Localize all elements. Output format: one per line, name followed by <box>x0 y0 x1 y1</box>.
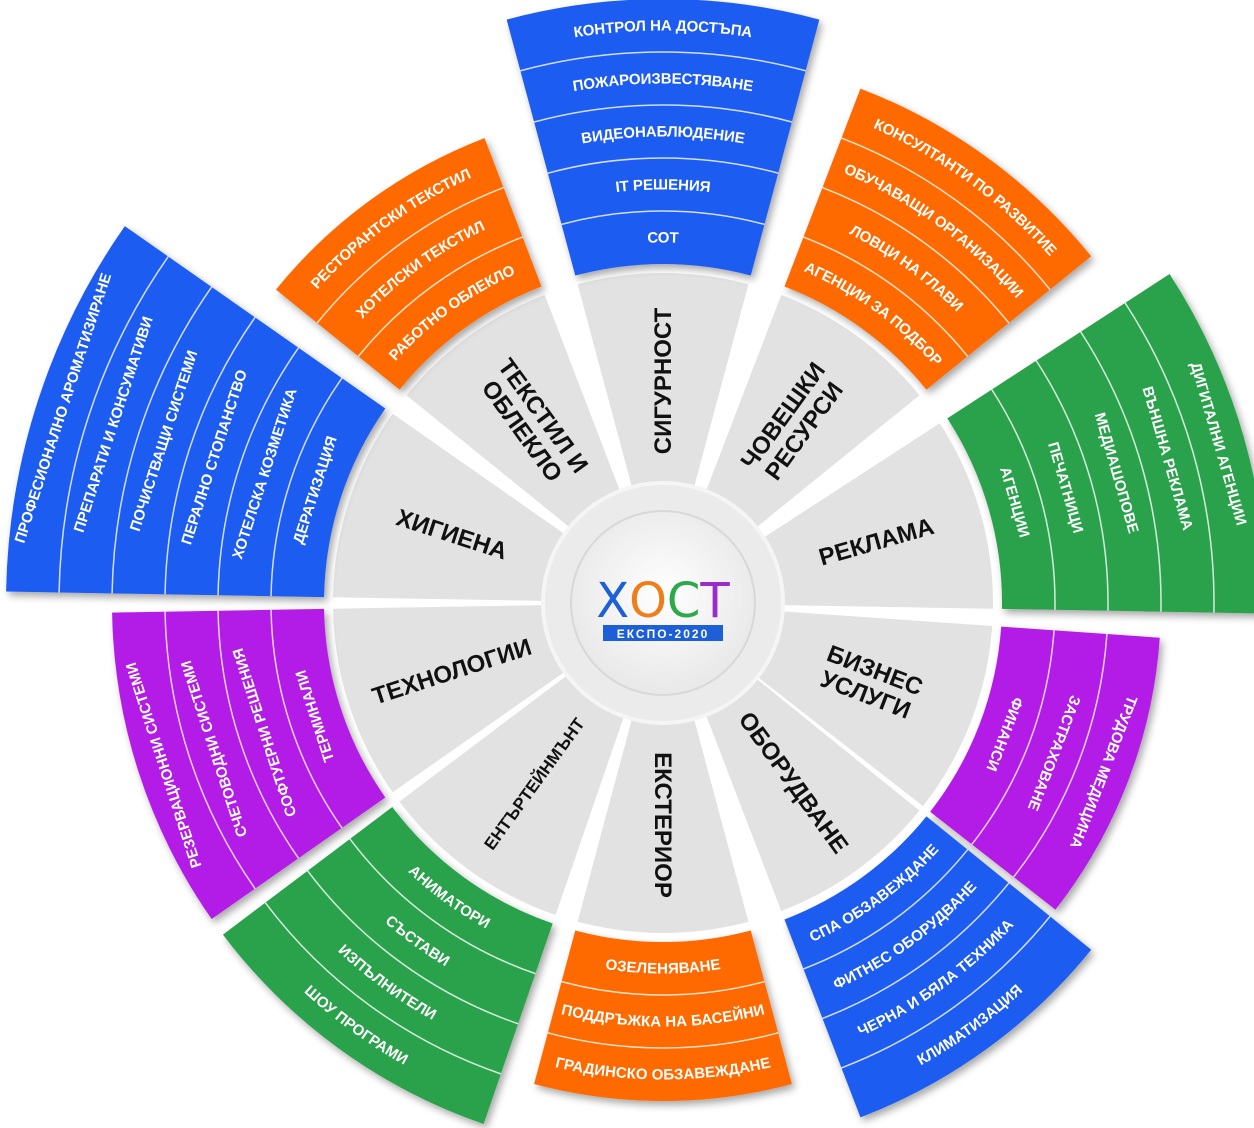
band-divider <box>547 1032 779 1049</box>
sector-band <box>275 138 542 390</box>
sector-1: КОНТРОЛ НА ДОСТЪПАПОЖАРОИЗВЕСТЯВАНЕВИДЕО… <box>506 0 820 488</box>
band-divider <box>803 849 969 970</box>
band-divider <box>307 870 519 1025</box>
band-divider <box>561 210 765 226</box>
sector-wedge <box>577 273 749 488</box>
sector-item-label: ОЗЕЛЕНЯВАНЕ <box>604 956 721 977</box>
hub-disc <box>570 510 756 696</box>
logo-letter-2: О <box>629 573 667 629</box>
logo-letter-1: Х <box>596 573 629 629</box>
band-divider <box>547 157 779 174</box>
center-hub: ХОСТ ЕКСПО-2020 <box>541 481 785 725</box>
sector-band <box>506 0 820 276</box>
sector-name-line: ЕКСТЕРИОР <box>649 752 676 898</box>
band-divider <box>561 980 765 996</box>
sector-name: ЕКСТЕРИОР <box>649 752 676 898</box>
band-divider <box>533 104 793 123</box>
sector-wedge <box>333 413 565 601</box>
sector-item-label: СОТ <box>647 229 679 246</box>
sector-name: СИГУРНОСТ <box>650 307 677 454</box>
sector-wedge <box>706 678 920 912</box>
band-divider <box>803 236 969 357</box>
sector-band <box>947 274 1254 614</box>
band-divider <box>316 186 504 324</box>
sector-wedge <box>399 675 624 916</box>
band-divider <box>270 609 343 829</box>
band-divider <box>1035 360 1109 611</box>
band-divider <box>841 915 1051 1069</box>
band-divider <box>164 316 256 595</box>
logo: ХОСТ ЕКСПО-2020 <box>596 573 730 641</box>
sector-item-label: IT РЕШЕНИЯ <box>615 176 712 196</box>
band-divider <box>217 610 300 859</box>
sector-band <box>784 88 1092 390</box>
band-divider <box>270 377 343 597</box>
sector-wedge <box>577 718 749 933</box>
band-divider <box>1080 331 1162 612</box>
sector-wedge <box>706 294 920 528</box>
band-divider <box>349 838 536 975</box>
band-divider <box>841 137 1051 291</box>
band-divider <box>822 186 1010 324</box>
band-divider <box>217 347 300 596</box>
logo-wordmark: ХОСТ <box>596 573 730 629</box>
band-divider <box>264 902 502 1075</box>
sector-wedge <box>763 423 993 609</box>
sectors-layer: КОНТРОЛ НА ДОСТЪПАПОЖАРОИЗВЕСТЯВАНЕВИДЕО… <box>6 0 1254 1124</box>
logo-subtitle-background <box>603 625 723 641</box>
logo-letter-3: С <box>667 573 701 629</box>
logo-subtitle: ЕКСПО-2020 <box>617 627 710 641</box>
logo-letter-4: Т <box>699 573 730 629</box>
band-divider <box>357 236 523 357</box>
sector-band <box>6 226 386 598</box>
band-divider <box>991 389 1056 610</box>
sector-name-line: СИГУРНОСТ <box>650 307 677 454</box>
band-divider <box>1013 633 1108 878</box>
sector-band <box>534 930 792 1101</box>
band-divider <box>971 630 1055 845</box>
sector-wedge <box>757 611 993 807</box>
sector-7: ШОУ ПРОГРАМИИЗПЪЛНИТЕЛИСЪСТАВИАНИМАТОРИЕ… <box>222 675 624 1124</box>
band-divider <box>164 611 256 890</box>
band-divider <box>58 256 169 593</box>
band-divider <box>111 286 213 594</box>
sector-item-label: КОНТРОЛ НА ДОСТЪПА <box>572 17 753 41</box>
sector-4: ТРУДОВА МЕДИЦИНАЗАСТРАХОВАНЕФИНАНСИБИЗНЕ… <box>757 611 1160 910</box>
sector-band <box>930 626 1160 910</box>
band-divider <box>520 51 806 72</box>
band-divider <box>1124 302 1215 613</box>
sector-band <box>784 816 1092 1118</box>
band-divider <box>822 882 1010 1020</box>
sector-wedge <box>406 294 620 528</box>
sector-wedge <box>333 605 565 793</box>
sector-band <box>222 807 553 1124</box>
sector-item-label: ВИДЕОНАБЛЮДЕНИЕ <box>580 123 746 147</box>
